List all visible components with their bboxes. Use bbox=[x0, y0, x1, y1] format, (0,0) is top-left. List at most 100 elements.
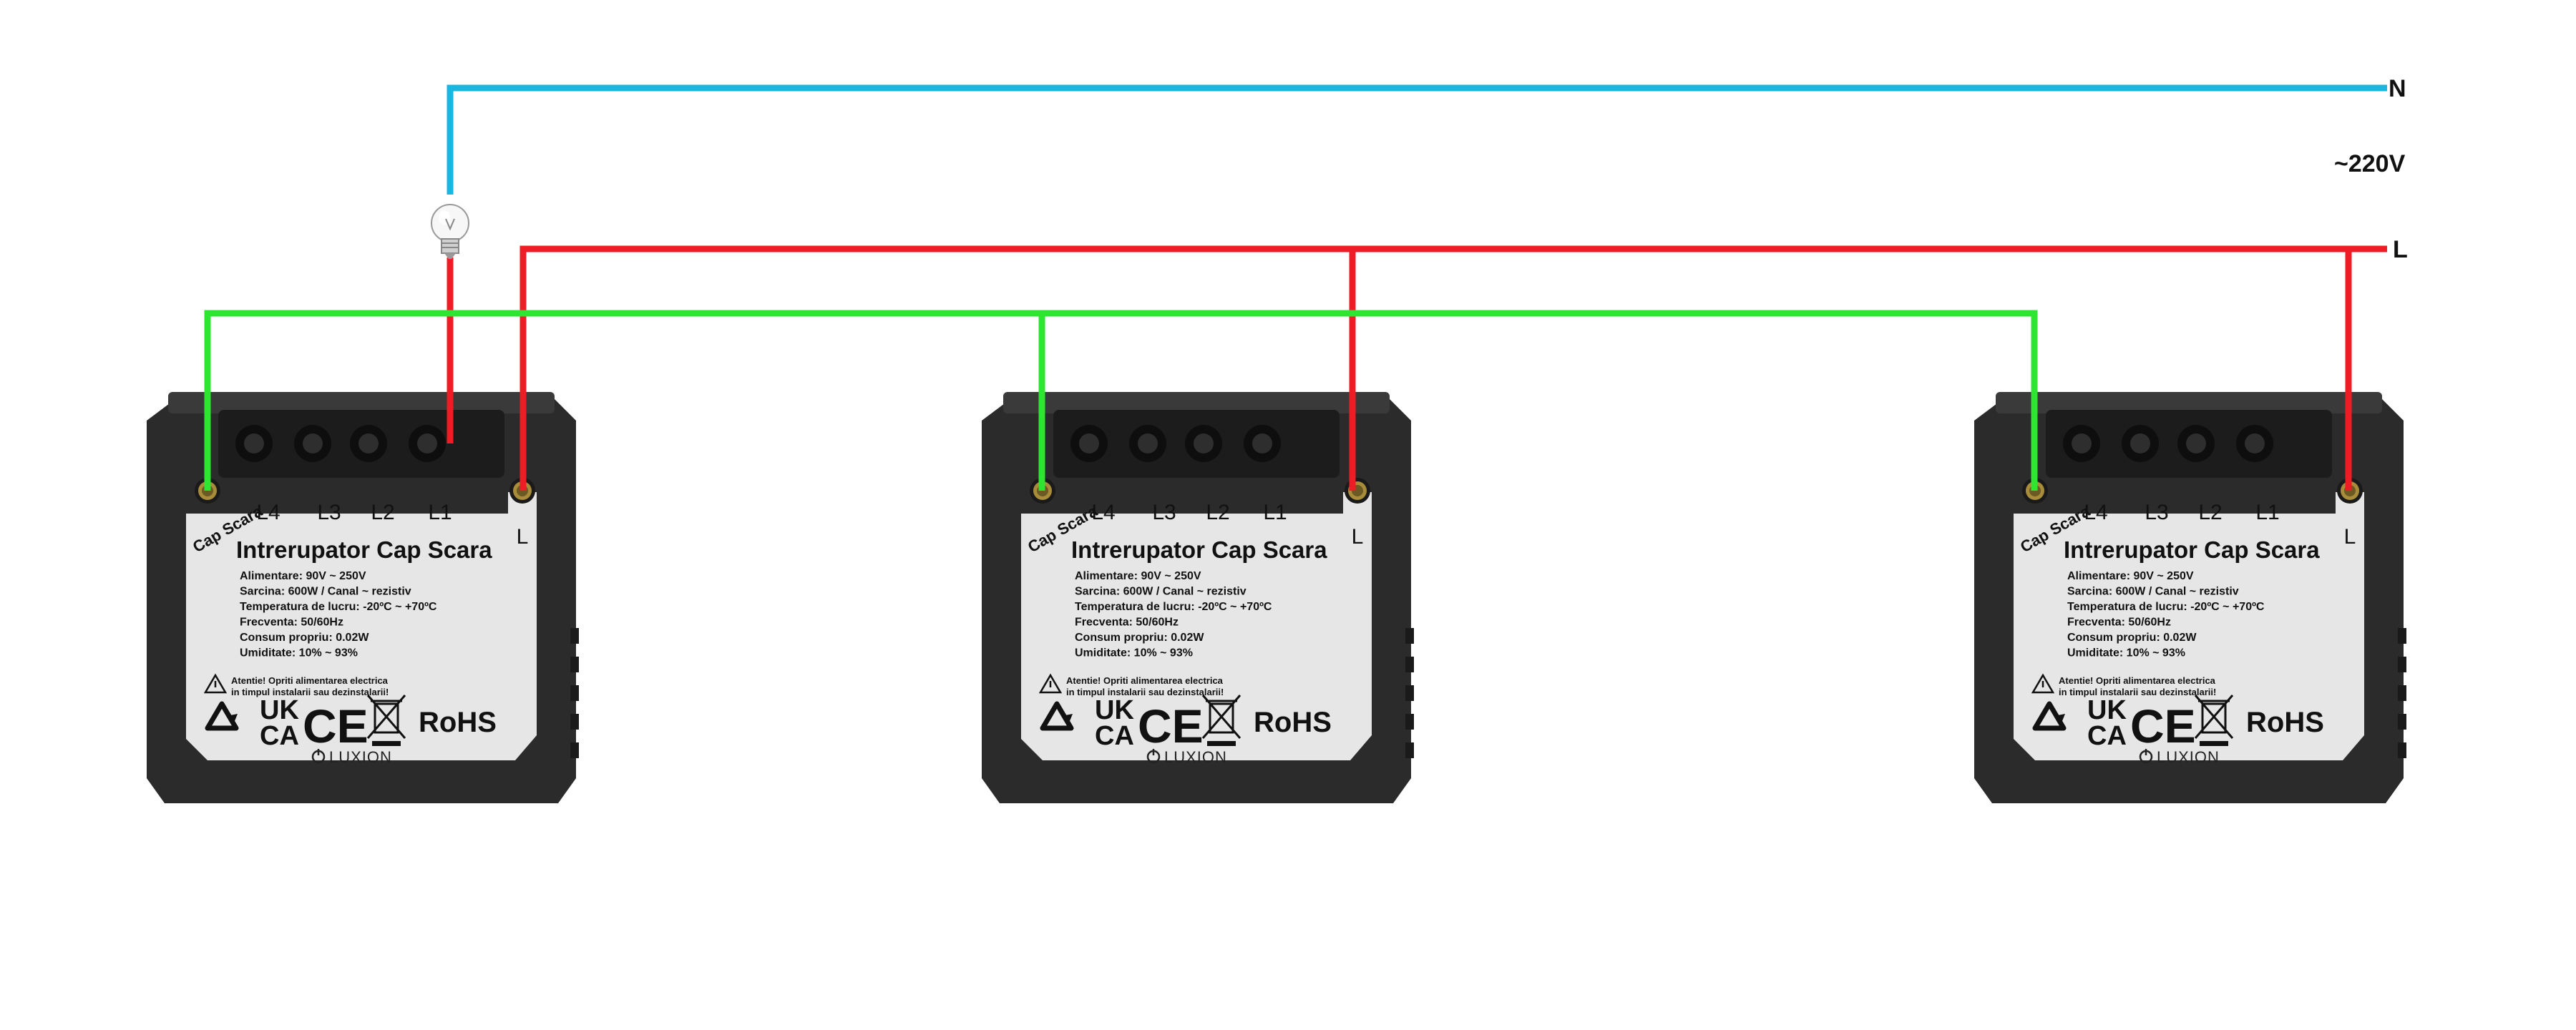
vent-notch bbox=[2398, 657, 2406, 672]
neutral-wire bbox=[447, 84, 2387, 195]
power-icon bbox=[311, 749, 326, 764]
weee-bin-icon bbox=[366, 695, 406, 746]
spec-line: Umiditate: 10% ~ 93% bbox=[1075, 647, 1193, 659]
terminal-hole-inner bbox=[358, 433, 379, 453]
terminal-hole-inner bbox=[244, 433, 264, 453]
warning-icon bbox=[1038, 673, 1063, 694]
vent-notch bbox=[2398, 628, 2406, 644]
module-top-edge bbox=[1996, 392, 2382, 413]
terminal-label-l: L bbox=[517, 525, 529, 549]
power-icon bbox=[1146, 749, 1161, 764]
terminal-hole-inner bbox=[417, 433, 437, 453]
spec-line: Frecventa: 50/60Hz bbox=[1075, 617, 1179, 629]
warning-icon bbox=[2031, 673, 2055, 694]
warning-line-1: Atentie! Opriti alimentarea electrica bbox=[2059, 675, 2216, 686]
vent-notch bbox=[1405, 714, 1414, 730]
terminal-label-l3: L3 bbox=[2145, 501, 2168, 524]
spec-line: Alimentare: 90V ~ 250V bbox=[240, 570, 366, 582]
ce-mark: CE bbox=[1138, 700, 1204, 752]
terminal-label-l: L bbox=[2344, 525, 2356, 549]
vent-notch bbox=[570, 714, 579, 730]
label-panel bbox=[186, 492, 537, 760]
spec-line: Sarcina: 600W / Canal ~ rezistiv bbox=[2067, 586, 2239, 598]
ca-mark: CA bbox=[1095, 721, 1134, 751]
terminal-hole-inner bbox=[1079, 433, 1099, 453]
ca-mark: CA bbox=[2087, 721, 2127, 751]
live-label: L bbox=[2393, 236, 2408, 263]
warning-line-2: in timpul instalarii sau dezinstalarii! bbox=[231, 687, 389, 697]
weee-bin-icon bbox=[2194, 695, 2234, 746]
terminal-label-l2: L2 bbox=[371, 501, 394, 524]
power-icon bbox=[2139, 749, 2153, 764]
warning-line-2: in timpul instalarii sau dezinstalarii! bbox=[2059, 687, 2216, 697]
spec-line: Alimentare: 90V ~ 250V bbox=[1075, 570, 1201, 582]
label-panel bbox=[2014, 492, 2364, 760]
terminal-hole-inner bbox=[1138, 433, 1158, 453]
spec-line: Sarcina: 600W / Canal ~ rezistiv bbox=[240, 586, 411, 598]
device-title: Intrerupator Cap Scara bbox=[1071, 536, 1327, 563]
warning-line-2: in timpul instalarii sau dezinstalarii! bbox=[1066, 687, 1224, 697]
ce-mark: CE bbox=[2130, 700, 2196, 752]
vent-notch bbox=[1405, 628, 1414, 644]
device-title: Intrerupator Cap Scara bbox=[236, 536, 492, 563]
brand-logo: LUXION bbox=[2157, 748, 2220, 766]
spec-line: Consum propriu: 0.02W bbox=[240, 632, 369, 644]
recycle-icon bbox=[1040, 701, 1074, 731]
warning-line-1: Atentie! Opriti alimentarea electrica bbox=[231, 675, 389, 686]
rohs-mark: RoHS bbox=[419, 707, 497, 738]
live-wire bbox=[519, 245, 2352, 491]
voltage-label: ~220V bbox=[2334, 150, 2406, 177]
terminal-label-l1: L1 bbox=[1263, 501, 1287, 524]
vent-notch bbox=[1405, 742, 1414, 758]
spec-line: Temperatura de lucru: -20ºC ~ +70ºC bbox=[240, 601, 437, 613]
terminal-label-l2: L2 bbox=[1206, 501, 1229, 524]
vent-notch bbox=[2398, 714, 2406, 730]
module-top-edge bbox=[168, 392, 555, 413]
terminal-label-l4: L4 bbox=[256, 501, 280, 524]
spec-line: Consum propriu: 0.02W bbox=[2067, 632, 2197, 644]
warning-line-1: Atentie! Opriti alimentarea electrica bbox=[1066, 675, 1224, 686]
recycle-icon bbox=[205, 701, 239, 731]
terminal-hole-inner bbox=[1252, 433, 1272, 453]
terminal-hole-inner bbox=[2186, 433, 2206, 453]
vent-notch bbox=[570, 742, 579, 758]
vent-notch bbox=[570, 657, 579, 672]
traveler-wire bbox=[204, 310, 2038, 491]
brand-logo: LUXION bbox=[329, 748, 392, 766]
screw-live bbox=[1345, 478, 1370, 504]
spec-line: Frecventa: 50/60Hz bbox=[240, 617, 343, 629]
uk-mark: UK bbox=[260, 695, 299, 725]
vent-notch bbox=[2398, 742, 2406, 758]
vent-notch bbox=[570, 628, 579, 644]
vent-notch bbox=[570, 685, 579, 701]
terminal-label-l3: L3 bbox=[1152, 501, 1176, 524]
terminal-label-l: L bbox=[1352, 525, 1364, 549]
terminal-label-l4: L4 bbox=[2084, 501, 2107, 524]
terminal-label-l1: L1 bbox=[428, 501, 452, 524]
terminal-hole-inner bbox=[1194, 433, 1214, 453]
device-title: Intrerupator Cap Scara bbox=[2064, 536, 2320, 563]
weee-bin-icon bbox=[1201, 695, 1241, 746]
wires-layer bbox=[204, 84, 2387, 491]
terminal-hole-inner bbox=[2072, 433, 2092, 453]
terminal-hole-inner bbox=[2245, 433, 2265, 453]
uk-mark: UK bbox=[2087, 695, 2127, 725]
spec-line: Frecventa: 50/60Hz bbox=[2067, 617, 2171, 629]
spec-line: Sarcina: 600W / Canal ~ rezistiv bbox=[1075, 586, 1246, 598]
recycle-icon bbox=[2032, 701, 2067, 731]
spec-line: Alimentare: 90V ~ 250V bbox=[2067, 570, 2194, 582]
terminal-hole-inner bbox=[2130, 433, 2150, 453]
warning-icon bbox=[203, 673, 228, 694]
light-bulb-icon bbox=[431, 204, 469, 259]
rohs-mark: RoHS bbox=[1254, 707, 1332, 738]
ca-mark: CA bbox=[260, 721, 299, 751]
terminal-label-l3: L3 bbox=[317, 501, 341, 524]
terminal-label-l1: L1 bbox=[2255, 501, 2279, 524]
ce-mark: CE bbox=[303, 700, 369, 752]
